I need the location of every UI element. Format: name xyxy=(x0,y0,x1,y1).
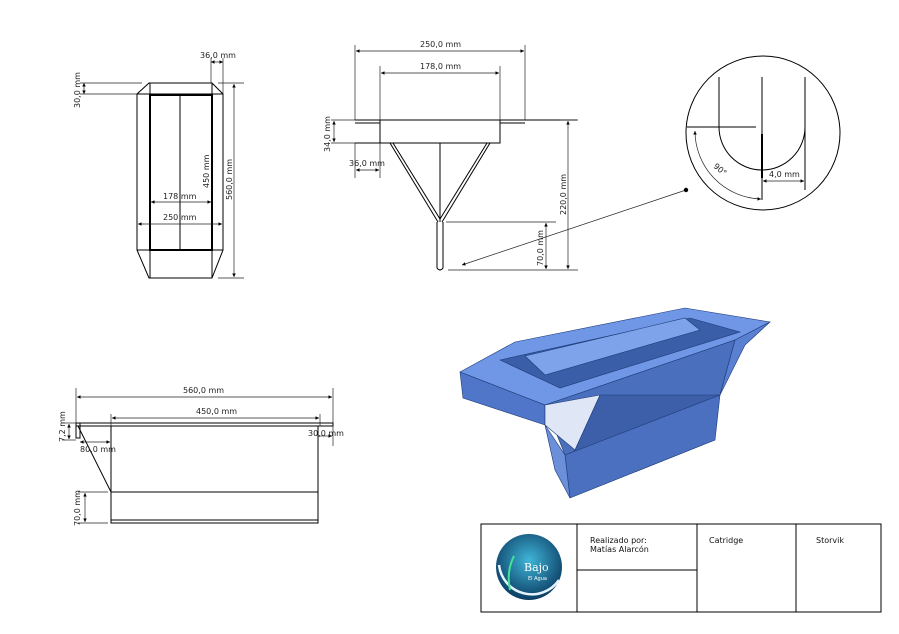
front-dim-220: 220,0 mm xyxy=(559,174,568,215)
svg-text:Bajo: Bajo xyxy=(524,561,549,574)
side-dim-560: 560,0 mm xyxy=(183,386,224,395)
detail-leader-arrow xyxy=(461,189,687,266)
side-dim-7-2: 7,2 mm xyxy=(58,411,67,442)
front-dim-36: 36,0 mm xyxy=(349,159,385,168)
detail-dim-4: 4,0 mm xyxy=(769,170,800,179)
top-dim-178: 178 mm xyxy=(163,192,197,201)
detail-circle xyxy=(685,55,841,211)
title-block: Bajo El Agua Realizado por: Matías Alarc… xyxy=(480,523,882,613)
author-name: Matías Alarcón xyxy=(590,544,649,554)
front-dim-178: 178,0 mm xyxy=(420,62,461,71)
top-dim-560: 560,0 mm xyxy=(225,159,234,200)
detail-view: 90° 4,0 mm xyxy=(685,55,841,211)
bajo-el-agua-logo: Bajo El Agua xyxy=(496,534,562,600)
top-dim-30: 30,0 mm xyxy=(73,72,82,108)
front-view: 250,0 mm 178,0 mm 34,0 mm 36,0 mm 220,0 … xyxy=(323,40,689,271)
detail-dim-angle: 90° xyxy=(712,162,729,178)
svg-text:El Agua: El Agua xyxy=(528,576,547,582)
made-by-label: Realizado por: xyxy=(590,536,647,545)
side-dim-80: 80,0 mm xyxy=(80,445,116,454)
side-dim-30: 30,0 mm xyxy=(308,429,344,438)
part-name: Catridge xyxy=(709,536,743,545)
front-dim-34: 34,0 mm xyxy=(323,116,332,152)
side-view: 560,0 mm 450,0 mm 7,2 mm 80,0 mm 30,0 mm… xyxy=(58,386,344,526)
front-dim-250: 250,0 mm xyxy=(420,40,461,49)
front-dim-70: 70,0 mm xyxy=(536,230,545,266)
top-dim-450: 450 mm xyxy=(202,154,211,188)
isometric-render xyxy=(459,307,771,499)
project-name: Storvik xyxy=(816,536,844,545)
top-dim-36: 36,0 mm xyxy=(200,51,236,60)
top-view: 30,0 mm 36,0 mm 560,0 mm 450 mm 178 mm 2… xyxy=(73,51,244,279)
side-dim-70: 70,0 mm xyxy=(73,490,82,526)
side-dim-450: 450,0 mm xyxy=(196,407,237,416)
top-dim-250: 250 mm xyxy=(163,213,197,222)
